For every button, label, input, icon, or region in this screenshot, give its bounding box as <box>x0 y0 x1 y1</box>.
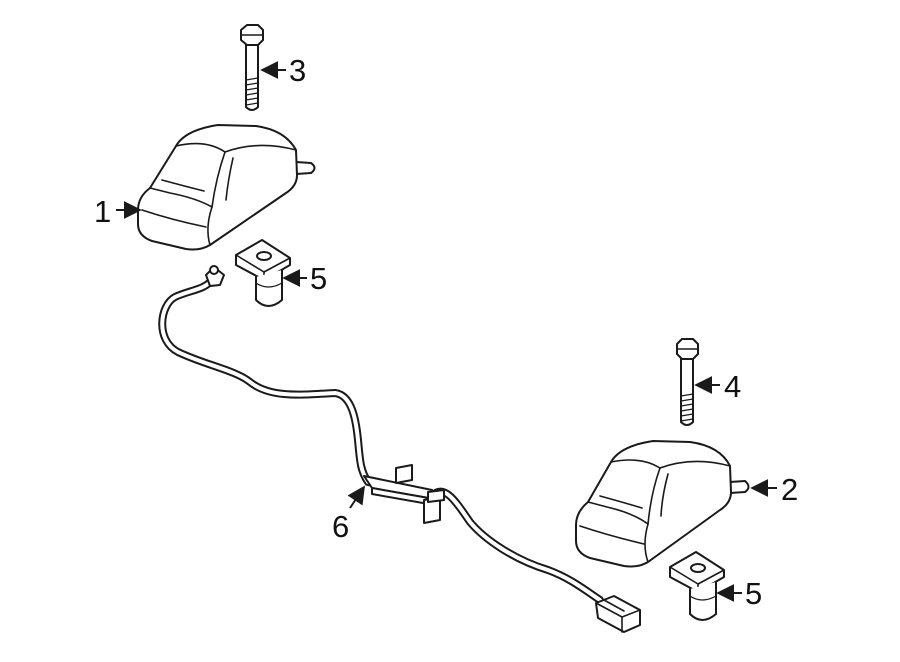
callout-1: 1 <box>94 194 111 229</box>
callout-6: 6 <box>332 509 349 544</box>
callout-5b: 5 <box>745 576 762 611</box>
lamp-socket-lower <box>669 551 725 621</box>
callout-2: 2 <box>781 472 798 507</box>
bolt-lower <box>676 338 699 426</box>
lamp-housing-upper <box>137 124 316 251</box>
lamp-socket-upper <box>235 239 291 307</box>
callout-5a: 5 <box>310 261 327 296</box>
callout-3: 3 <box>289 53 306 88</box>
callout-4: 4 <box>724 369 741 404</box>
wiring-harness <box>158 265 641 633</box>
callout-6-leader <box>347 485 365 509</box>
bolt-upper <box>240 24 264 111</box>
lamp-housing-lower <box>575 440 750 568</box>
